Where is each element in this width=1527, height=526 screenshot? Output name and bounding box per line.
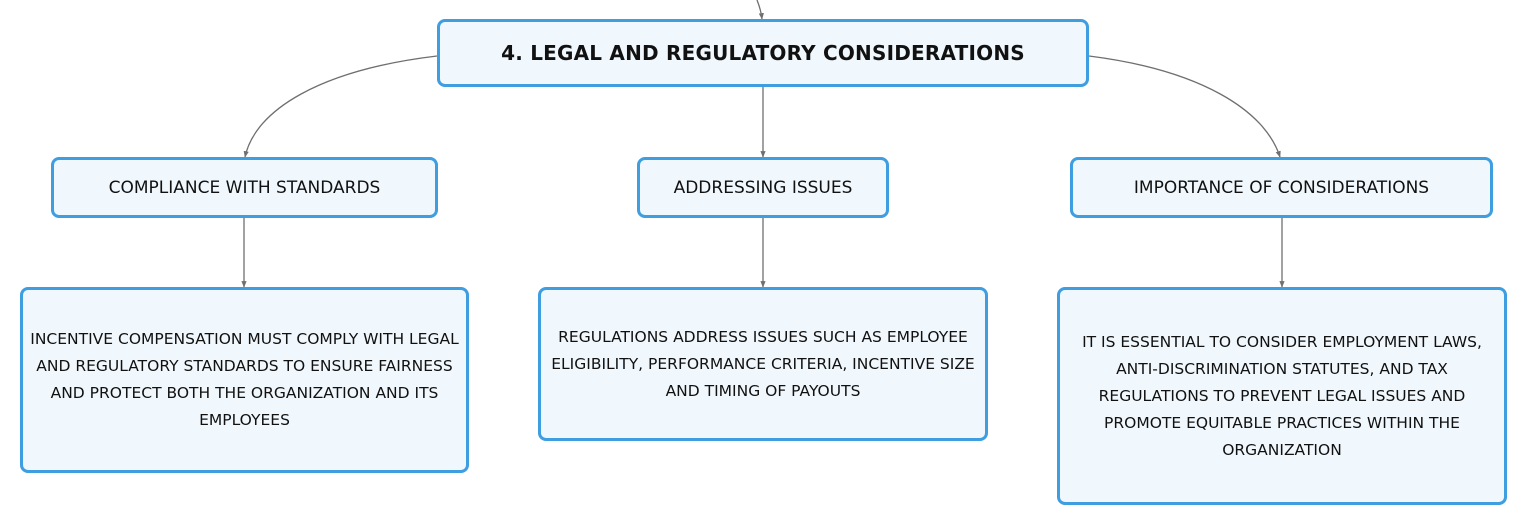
topic-compliance-with-standards[interactable]: COMPLIANCE WITH STANDARDS: [51, 157, 438, 218]
detail-text: REGULATIONS ADDRESS ISSUES SUCH AS EMPLO…: [551, 327, 975, 400]
topic-addressing-issues[interactable]: ADDRESSING ISSUES: [637, 157, 889, 218]
root-topic-title: 4. LEGAL AND REGULATORY CONSIDERATIONS: [501, 41, 1025, 65]
parent-connector: [756, 0, 764, 20]
detail-text: INCENTIVE COMPENSATION MUST COMPLY WITH …: [30, 330, 459, 429]
detail-text: IT IS ESSENTIAL TO CONSIDER EMPLOYMENT L…: [1082, 332, 1482, 459]
connector-root-to-compliance: [243, 55, 438, 158]
topic-label: IMPORTANCE OF CONSIDERATIONS: [1133, 177, 1430, 198]
topic-importance-of-considerations[interactable]: IMPORTANCE OF CONSIDERATIONS: [1070, 157, 1493, 218]
topic-label: ADDRESSING ISSUES: [673, 177, 853, 198]
detail-compliance-with-standards[interactable]: INCENTIVE COMPENSATION MUST COMPLY WITH …: [20, 287, 469, 473]
root-topic-node[interactable]: 4. LEGAL AND REGULATORY CONSIDERATIONS: [437, 19, 1089, 87]
topic-label: COMPLIANCE WITH STANDARDS: [108, 177, 381, 198]
connector-root-to-importance: [1088, 55, 1281, 158]
detail-importance-of-considerations[interactable]: IT IS ESSENTIAL TO CONSIDER EMPLOYMENT L…: [1057, 287, 1507, 505]
detail-addressing-issues[interactable]: REGULATIONS ADDRESS ISSUES SUCH AS EMPLO…: [538, 287, 988, 441]
